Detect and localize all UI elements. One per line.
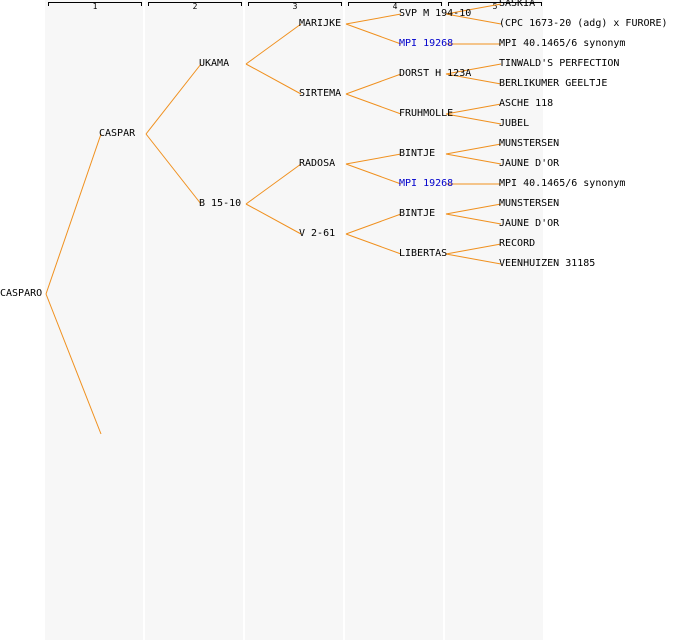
pedigree-edge xyxy=(445,73,502,85)
pedigree-edge xyxy=(445,153,502,165)
generation-column-1 xyxy=(45,0,143,640)
pedigree-node: MPI 40.1465/6 synonym xyxy=(499,178,626,189)
pedigree-node: CASPAR xyxy=(99,128,136,139)
pedigree-edge xyxy=(445,113,502,125)
pedigree-edge xyxy=(145,63,202,135)
generation-header-3: 3 xyxy=(248,2,342,12)
pedigree-node: (CPC 1673-20 (adg) x FURORE) xyxy=(499,18,668,29)
pedigree-edge xyxy=(345,93,402,115)
pedigree-node: DORST H 123A xyxy=(399,68,472,79)
pedigree-node: UKAMA xyxy=(199,58,230,69)
generation-header-1: 1 xyxy=(48,2,142,12)
pedigree-node: JUBEL xyxy=(499,118,530,129)
pedigree-node: RADOSA xyxy=(299,158,336,169)
pedigree-edge xyxy=(345,23,402,45)
pedigree-edge xyxy=(345,233,402,255)
generation-column-3 xyxy=(245,0,343,640)
pedigree-edge xyxy=(145,133,202,205)
generation-column-5 xyxy=(445,0,543,640)
pedigree-node: CASPARO xyxy=(0,288,43,299)
pedigree-node: BINTJE xyxy=(399,208,436,219)
generation-number: 1 xyxy=(92,2,98,11)
pedigree-node: BINTJE xyxy=(399,148,436,159)
pedigree-edge xyxy=(445,103,502,115)
pedigree-node: SVP M 194-10 xyxy=(399,8,472,19)
generation-number: 5 xyxy=(492,2,498,11)
pedigree-edge xyxy=(445,213,502,225)
pedigree-node: BERLIKUMER GEELTJE xyxy=(499,78,608,89)
generation-number: 3 xyxy=(292,2,298,11)
pedigree-edge xyxy=(445,243,502,255)
generation-header-2: 2 xyxy=(148,2,242,12)
generation-header-4: 4 xyxy=(348,2,442,12)
pedigree-edge xyxy=(345,213,402,235)
pedigree-node: MARIJKE xyxy=(299,18,342,29)
pedigree-node: LIBERTAS xyxy=(399,248,448,259)
pedigree-edge xyxy=(445,3,502,15)
pedigree-edge xyxy=(445,203,502,215)
pedigree-edge xyxy=(445,63,502,75)
pedigree-edge xyxy=(445,13,502,25)
pedigree-edge xyxy=(245,63,302,95)
pedigree-node: VEENHUIZEN 31185 xyxy=(499,258,596,269)
pedigree-edge xyxy=(245,203,302,235)
pedigree-edge xyxy=(345,13,402,25)
generation-number: 2 xyxy=(192,2,198,11)
pedigree-node: FRUHMOLLE xyxy=(399,108,454,119)
pedigree-node: V 2-61 xyxy=(299,228,336,239)
pedigree-edge xyxy=(345,153,402,165)
pedigree-edge xyxy=(345,73,402,95)
pedigree-edge xyxy=(245,23,302,65)
pedigree-edge xyxy=(45,293,102,435)
pedigree-edge xyxy=(245,163,302,205)
pedigree-edge xyxy=(445,253,502,265)
pedigree-edge xyxy=(45,133,102,295)
pedigree-edge xyxy=(345,163,402,185)
pedigree-edge xyxy=(445,143,502,155)
pedigree-node: TINWALD'S PERFECTION xyxy=(499,58,620,69)
pedigree-node: SASKIA xyxy=(499,0,536,9)
generation-column-4 xyxy=(345,0,443,640)
generation-column-2 xyxy=(145,0,243,640)
pedigree-node: MUNSTERSEN xyxy=(499,198,560,209)
pedigree-node: SIRTEMA xyxy=(299,88,342,99)
pedigree-node: ASCHE 118 xyxy=(499,98,554,109)
pedigree-link[interactable]: MPI 19268 xyxy=(399,178,454,189)
pedigree-link[interactable]: MPI 19268 xyxy=(399,38,454,49)
pedigree-node: JAUNE D'OR xyxy=(499,218,560,229)
pedigree-node: RECORD xyxy=(499,238,536,249)
pedigree-node: JAUNE D'OR xyxy=(499,158,560,169)
pedigree-node: B 15-10 xyxy=(199,198,242,209)
pedigree-node: MUNSTERSEN xyxy=(499,138,560,149)
pedigree-node: MPI 40.1465/6 synonym xyxy=(499,38,626,49)
generation-number: 4 xyxy=(392,2,398,11)
generation-header-5: 5 xyxy=(448,2,542,12)
